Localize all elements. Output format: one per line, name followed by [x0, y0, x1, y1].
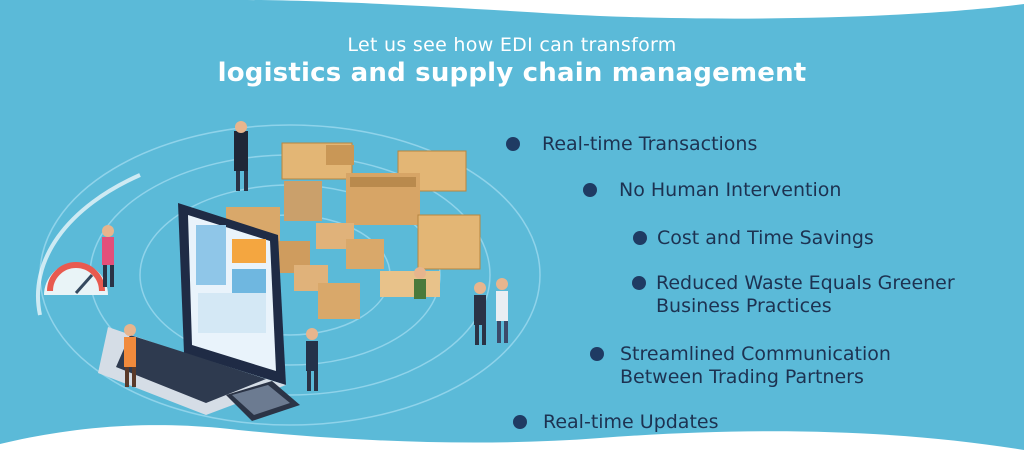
benefit-label: Real-time Updates: [543, 411, 719, 433]
people: [102, 121, 508, 391]
benefit-item: Real-time Transactions: [506, 133, 757, 156]
bullet-icon: [633, 231, 647, 245]
benefit-item: Streamlined Communication Between Tradin…: [590, 343, 940, 389]
bullet-icon: [632, 276, 646, 290]
benefit-item: Cost and Time Savings: [633, 227, 874, 250]
benefit-label: No Human Intervention: [619, 179, 842, 201]
gauge-icon: [44, 262, 108, 295]
bullet-icon: [506, 137, 520, 151]
bullet-icon: [590, 347, 604, 361]
benefit-label: Cost and Time Savings: [657, 227, 874, 249]
benefit-label: Reduced Waste Equals Greener Business Pr…: [656, 272, 955, 317]
benefit-label: Real-time Transactions: [542, 133, 758, 155]
benefit-item: No Human Intervention: [583, 179, 841, 202]
logistics-illustration: [36, 121, 541, 426]
heading-subtitle: Let us see how EDI can transform: [347, 34, 677, 56]
bullet-icon: [583, 183, 597, 197]
bottom-wave-shape: [0, 425, 1024, 460]
benefit-item: Reduced Waste Equals Greener Business Pr…: [632, 272, 1002, 318]
top-wave-shape: [0, 0, 1024, 19]
calculator-icon: [226, 381, 300, 421]
heading-title: logistics and supply chain management: [217, 58, 807, 88]
benefit-label: Streamlined Communication Between Tradin…: [620, 343, 891, 388]
heading: Let us see how EDI can transform logisti…: [0, 34, 1024, 88]
bullet-icon: [513, 415, 527, 429]
benefit-item: Real-time Updates: [513, 411, 719, 434]
